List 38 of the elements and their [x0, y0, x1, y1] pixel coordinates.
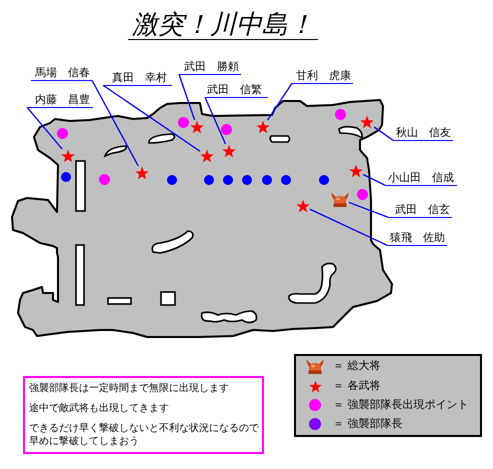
- leader-line: [362, 174, 386, 186]
- legend-text: ＝ 総大将: [333, 359, 380, 373]
- note-text: 途中で敵武将も出現してきます: [29, 402, 170, 415]
- helmet-icon: [331, 192, 349, 206]
- star-icon: [222, 144, 236, 158]
- underlined-label: 秋山 信友: [393, 126, 453, 141]
- star-icon: [349, 164, 363, 178]
- note-box: [23, 376, 264, 454]
- leader-line: [310, 208, 388, 246]
- note-text: 強襲部隊長は一定時間まで無限に出現します: [29, 382, 230, 395]
- note-text: できるだけ早く撃破しないと不利な状況になるので早めに撃破してしまおう: [29, 422, 259, 448]
- star-icon: [190, 120, 204, 134]
- underlined-label: 猿飛 佐助: [387, 230, 447, 246]
- star-icon: [200, 149, 214, 163]
- underlined-label: 小山田 信成: [385, 170, 457, 186]
- underlined-label: 武田 勝頼: [179, 60, 241, 75]
- leader-line: [267, 82, 293, 120]
- legend-text: ＝ 強襲部隊長出現ポイント: [333, 398, 468, 412]
- underlined-label: 真田 幸村: [103, 70, 172, 86]
- star-icon: [256, 120, 270, 134]
- underlined-label: 馬場 信春: [31, 66, 92, 81]
- star-icon: [360, 115, 374, 129]
- leader-line: [348, 202, 388, 218]
- leader-line: [178, 74, 196, 120]
- underlined-label: 甘利 虎康: [292, 68, 353, 84]
- leader-line: [102, 84, 200, 152]
- leader-line: [26, 106, 63, 150]
- underlined-label: 武田 信繁: [205, 82, 268, 98]
- star-icon: [61, 149, 75, 163]
- underlined-label: 武田 信玄: [388, 202, 452, 218]
- leader-line: [204, 96, 226, 144]
- legend-text: ＝ 各武将: [333, 379, 380, 393]
- leader-line: [91, 80, 139, 166]
- legend-text: ＝ 強襲部隊長: [333, 417, 402, 431]
- title: 激突！川中島！: [128, 11, 318, 40]
- star-icon: [296, 199, 310, 213]
- leader-line: [374, 126, 394, 141]
- underlined-label: 内藤 昌豊: [27, 92, 93, 108]
